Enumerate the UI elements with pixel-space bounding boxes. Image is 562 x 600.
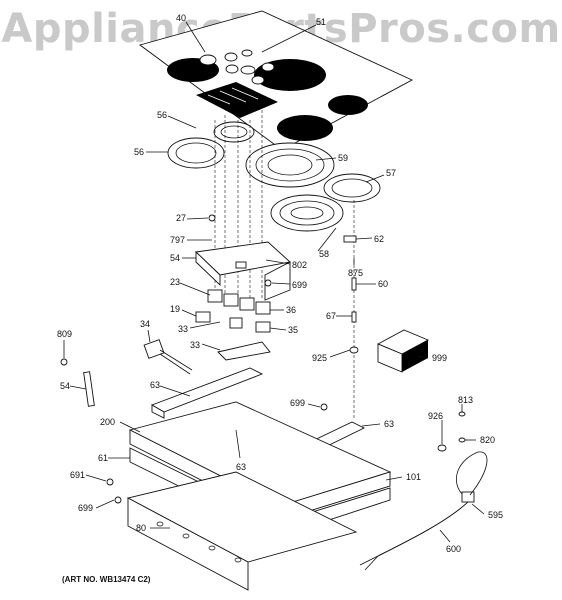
insulation-pad [126, 471, 358, 591]
callout-200: 200 [100, 417, 115, 427]
callout-62: 62 [374, 234, 384, 244]
callout-35: 35 [288, 325, 298, 335]
callout-34: 34 [140, 319, 150, 329]
callout-56: 56 [134, 147, 144, 157]
callout-600: 600 [446, 544, 461, 554]
callout-58: 58 [319, 249, 329, 259]
callout-labels: 40 51 56 56 59 57 27 797 58 62 54 802 87… [57, 13, 503, 554]
callout-67: 67 [326, 311, 336, 321]
callout-54: 54 [170, 253, 180, 263]
callout-813: 813 [458, 395, 473, 405]
callout-80: 80 [136, 523, 146, 533]
callout-999: 999 [432, 353, 447, 363]
callout-63: 63 [384, 419, 394, 429]
switch-bracket [195, 241, 291, 301]
infinite-switches [195, 289, 271, 333]
callout-802: 802 [292, 260, 307, 270]
callout-926: 926 [428, 411, 443, 421]
callout-797: 797 [170, 235, 185, 245]
callout-40: 40 [176, 13, 186, 23]
callout-57: 57 [386, 168, 396, 178]
limiter-parts [343, 235, 359, 354]
callout-27: 27 [176, 213, 186, 223]
callout-875: 875 [348, 268, 363, 278]
callout-63: 63 [236, 462, 246, 472]
callout-595: 595 [488, 510, 503, 520]
callout-19: 19 [170, 304, 180, 314]
callout-809: 809 [57, 329, 72, 339]
leader-lines [63, 21, 485, 543]
callout-56: 56 [157, 110, 167, 120]
control-knob-cluster [199, 49, 275, 85]
callout-699: 699 [290, 398, 305, 408]
trim-strip [83, 371, 95, 407]
surface-elements [167, 121, 381, 232]
callout-23: 23 [170, 277, 180, 287]
callout-33: 33 [190, 340, 200, 350]
art-number: (ART NO. WB13474 C2) [62, 575, 151, 584]
screws [60, 214, 328, 504]
power-cord [359, 411, 488, 571]
callout-54: 54 [60, 381, 70, 391]
callout-59: 59 [338, 153, 348, 163]
callout-60: 60 [378, 279, 388, 289]
callout-699: 699 [78, 503, 93, 513]
callout-33: 33 [178, 324, 188, 334]
wire-harness [217, 341, 271, 361]
callout-63: 63 [150, 380, 160, 390]
parts-box [376, 329, 430, 373]
callout-36: 36 [286, 305, 296, 315]
callout-691: 691 [70, 470, 85, 480]
callout-699: 699 [292, 280, 307, 290]
callout-101: 101 [406, 472, 421, 482]
callout-820: 820 [480, 435, 495, 445]
terminal-block [143, 339, 193, 375]
callout-61: 61 [98, 453, 108, 463]
callout-51: 51 [316, 17, 326, 27]
callout-925: 925 [312, 353, 327, 363]
glass-cooktop [138, 10, 414, 151]
